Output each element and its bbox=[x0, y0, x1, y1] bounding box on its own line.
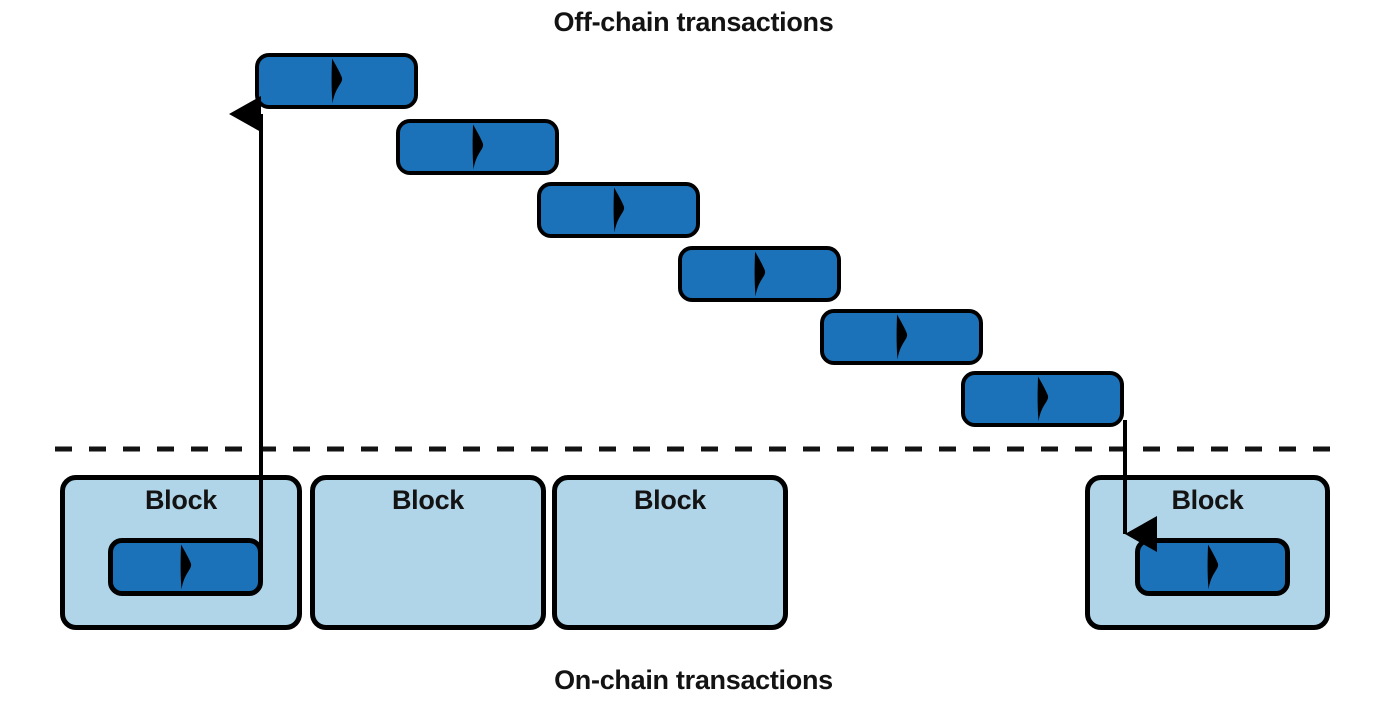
onchain-block-3[interactable]: Block bbox=[552, 475, 788, 630]
onchain-transaction-4[interactable] bbox=[1135, 538, 1290, 596]
onchain-transactions-label: On-chain transactions bbox=[554, 665, 833, 695]
offchain-transaction-3[interactable] bbox=[537, 182, 700, 238]
onchain-transaction-1[interactable] bbox=[108, 538, 263, 596]
onchain-block-label: Block bbox=[633, 485, 707, 515]
onchain-block-label: Block bbox=[1171, 485, 1244, 515]
onchain-block-label: Block bbox=[391, 485, 465, 515]
onchain-block-2[interactable]: Block bbox=[310, 475, 546, 630]
onchain-block-label: Block bbox=[144, 485, 218, 515]
offchain-transaction-1[interactable] bbox=[255, 53, 418, 109]
offchain-transactions-label: Off-chain transactions bbox=[553, 7, 834, 37]
offchain-transaction-6[interactable] bbox=[961, 371, 1124, 427]
